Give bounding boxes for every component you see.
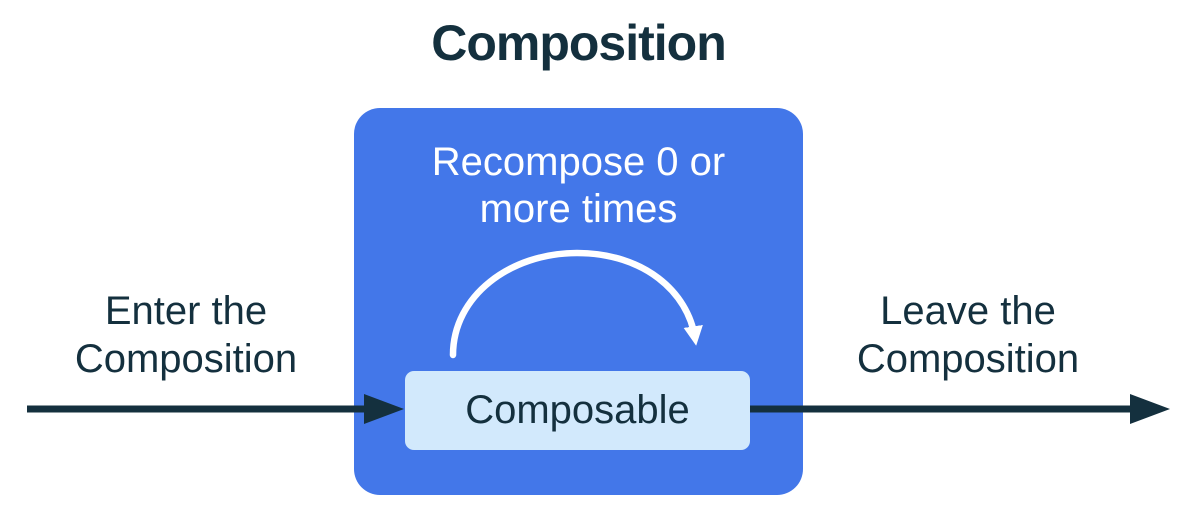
enter-composition-label: Enter the Composition — [26, 287, 346, 383]
leave-composition-label-line1: Leave the — [880, 289, 1056, 333]
enter-composition-label-line2: Composition — [74, 337, 298, 381]
diagram-title: Composition — [431, 15, 727, 71]
recompose-label-line1: Recompose 0 or — [431, 140, 726, 184]
recompose-label-line2: more times — [479, 187, 678, 231]
recompose-arc-arrow-icon — [449, 249, 703, 359]
leave-composition-label-line2: Composition — [856, 337, 1080, 381]
enter-composition-label-line1: Enter the — [104, 289, 268, 333]
leave-flow-arrowhead-icon — [1130, 394, 1170, 424]
composable-node: Composable — [405, 371, 750, 450]
leave-composition-label: Leave the Composition — [808, 287, 1128, 383]
composable-node-label: Composable — [465, 388, 690, 432]
recompose-label: Recompose 0 or more times — [354, 139, 803, 233]
